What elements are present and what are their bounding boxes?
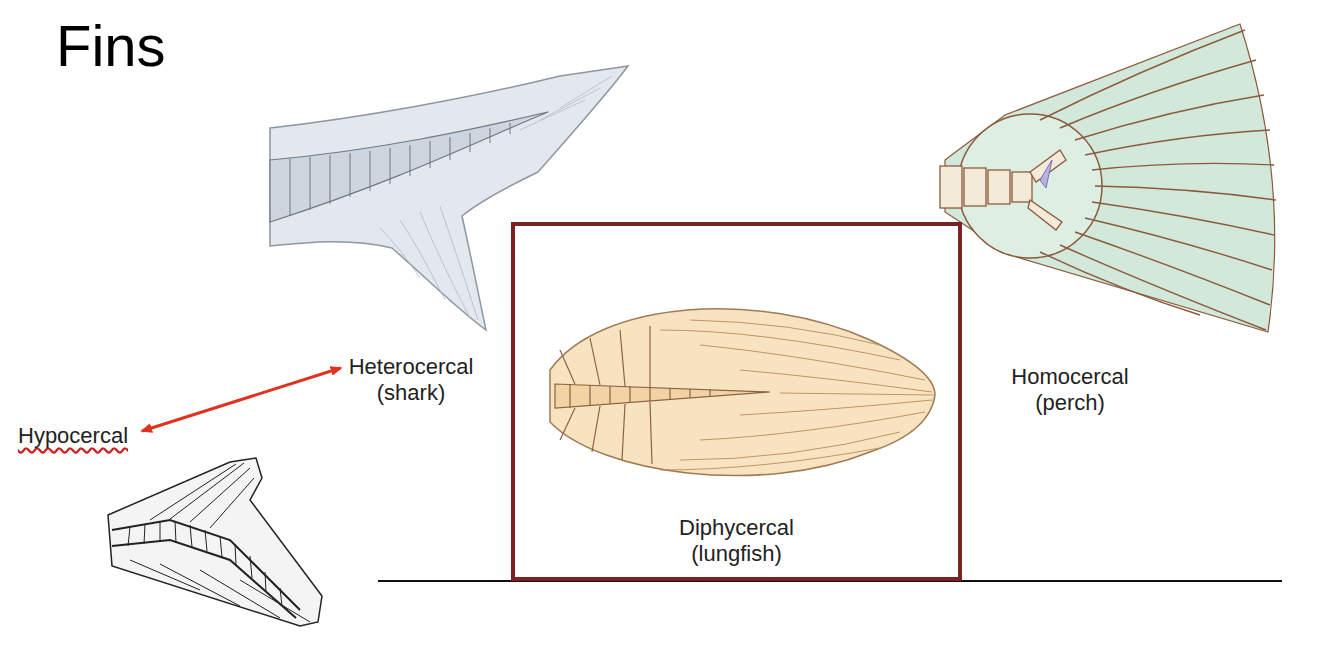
tail-type-label: Diphycercal (lungfish) xyxy=(637,515,837,567)
tail-label: Hypocercal xyxy=(18,423,188,457)
heterocercal-tail xyxy=(270,66,628,330)
hypocercal-tail xyxy=(108,458,322,626)
slide-title: Fins xyxy=(56,12,166,79)
framed-box: Diphycercal (lungfish) xyxy=(511,222,962,581)
tail-type-label: Hypocercal xyxy=(18,423,188,455)
diphycercal-tail xyxy=(550,309,935,476)
tail-label: Heterocercal (shark) xyxy=(316,354,506,408)
tail-label: Homocercal (perch) xyxy=(975,364,1165,418)
tail-type-label: Heterocercal (shark) xyxy=(316,354,506,406)
homocercal-tail xyxy=(940,24,1276,332)
double-arrow xyxy=(142,368,341,431)
tail-type-label: Homocercal (perch) xyxy=(975,364,1165,416)
